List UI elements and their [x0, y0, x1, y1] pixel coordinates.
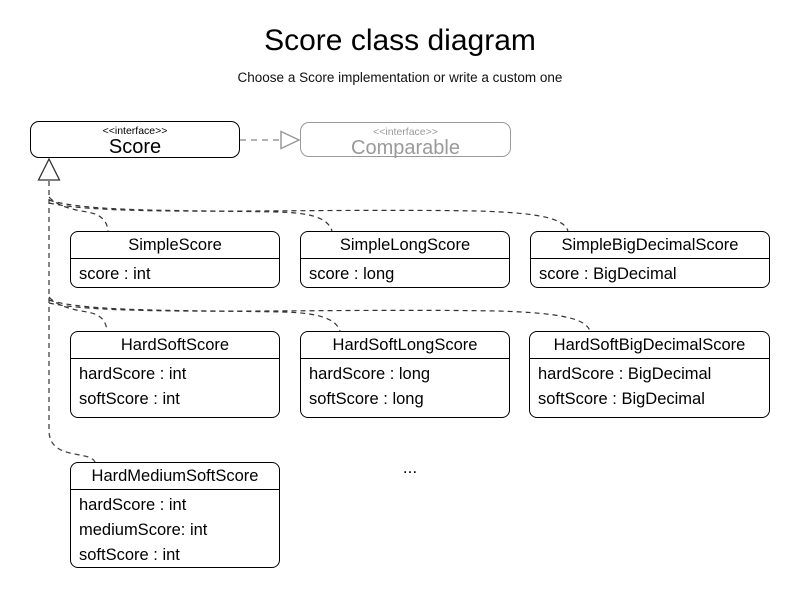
branch-line-simplebigdecimalscore — [48, 202, 569, 232]
diagram-title: Score class diagram — [264, 24, 536, 57]
class-attribute: hardScore : BigDecimal — [538, 365, 712, 383]
branch-line-hardsoftscore — [48, 296, 108, 332]
class-name: SimpleBigDecimalScore — [531, 232, 769, 259]
class-name: HardSoftBigDecimalScore — [530, 332, 769, 359]
class-attribute: score : long — [309, 265, 395, 283]
class-attribute: softScore : long — [309, 390, 424, 408]
class-attribute: softScore : int — [79, 546, 180, 564]
interface-stereotype: <<interface>> — [102, 125, 168, 137]
class-attribute: score : int — [79, 265, 151, 283]
class-attribute: score : BigDecimal — [539, 265, 677, 283]
interface-box-score: <<interface>> Score — [30, 121, 240, 158]
class-attribute: softScore : BigDecimal — [538, 390, 705, 408]
interface-name-comparable: Comparable — [351, 137, 460, 159]
class-attribute: mediumScore: int — [79, 521, 208, 539]
class-box-hardmediumsoftscore: HardMediumSoftScore hardScore : int medi… — [70, 462, 280, 568]
branch-line-hardsoftlongscore — [48, 299, 341, 332]
class-box-simplelongscore: SimpleLongScore score : long — [300, 231, 510, 288]
class-name: HardMediumSoftScore — [71, 463, 279, 490]
class-attribute: hardScore : int — [79, 496, 187, 514]
interface-name-score: Score — [108, 136, 162, 158]
branch-line-hardsoftbigdecimalscore — [48, 302, 591, 332]
realization-arrowhead-icon — [280, 130, 301, 150]
class-attribute: hardScore : long — [309, 365, 431, 383]
class-name: SimpleScore — [71, 232, 279, 259]
class-name: HardSoftScore — [71, 332, 279, 359]
branch-line-simplelongscore — [48, 199, 333, 232]
diagram-subtitle: Choose a Score implementation or write a… — [237, 70, 563, 85]
class-box-simplebigdecimalscore: SimpleBigDecimalScore score : BigDecimal — [530, 231, 770, 288]
more-implementations-ellipsis: ... — [402, 458, 418, 477]
class-box-hardsoftbigdecimalscore: HardSoftBigDecimalScore hardScore : BigD… — [529, 331, 770, 418]
generalization-arrowhead-icon — [37, 157, 61, 181]
class-name: SimpleLongScore — [301, 232, 509, 259]
trunk-line-hardmediumsoftscore — [48, 181, 96, 463]
class-attribute: hardScore : int — [79, 365, 187, 383]
class-name: HardSoftLongScore — [301, 332, 509, 359]
class-box-hardsoftscore: HardSoftScore hardScore : int softScore … — [70, 331, 280, 418]
branch-line-simplescore — [48, 196, 109, 232]
interface-stereotype: <<interface>> — [373, 126, 438, 138]
class-attribute: softScore : int — [79, 390, 180, 408]
class-box-hardsoftlongscore: HardSoftLongScore hardScore : long softS… — [300, 331, 510, 418]
class-box-simplescore: SimpleScore score : int — [70, 231, 280, 288]
interface-box-comparable: <<interface>> Comparable — [300, 122, 511, 159]
